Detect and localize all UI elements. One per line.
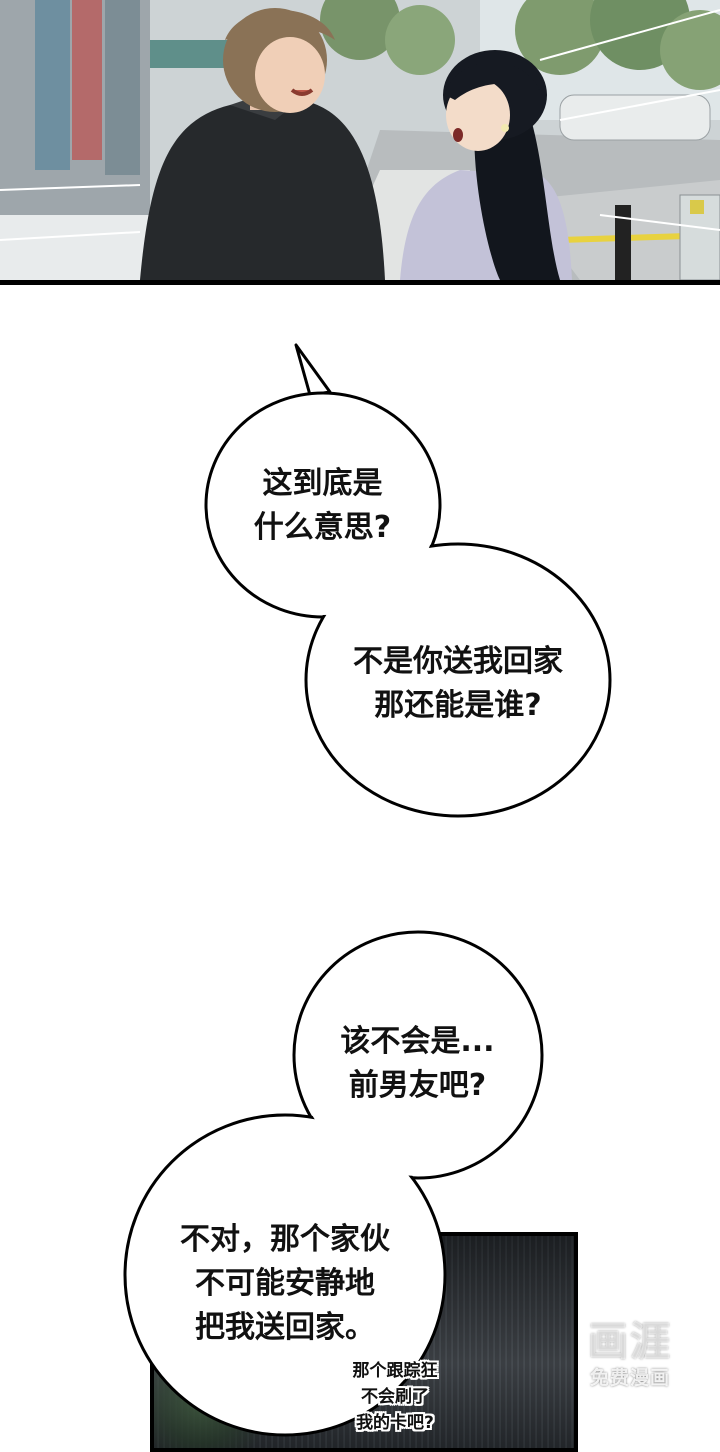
watermark-subtitle: 免费漫画 — [589, 1367, 670, 1389]
bubble-4-line-2: 不可能安静地 — [195, 1266, 375, 1301]
speech-bubble-4-text: 不对，那个家伙 不可能安静地 把我送回家。 — [140, 1218, 430, 1350]
bubble-4-line-3: 把我送回家。 — [195, 1310, 375, 1345]
bubble-2-line-2: 那还能是谁? — [374, 688, 542, 723]
whisper-text: 那个跟踪狂 不会刷了 我的卡吧? — [320, 1358, 470, 1436]
speech-bubble-1-text: 这到底是 什么意思? — [215, 462, 430, 550]
top-comic-panel — [0, 0, 720, 285]
whisper-line-3: 我的卡吧? — [356, 1413, 434, 1433]
street-scene-illustration — [0, 0, 720, 280]
speech-bubble-2-text: 不是你送我回家 那还能是谁? — [318, 640, 598, 728]
speech-bubble-3-text: 该不会是... 前男友吧? — [310, 1020, 525, 1108]
whisper-line-2: 不会刷了 — [361, 1387, 429, 1407]
watermark-logo: 画涯 — [588, 1319, 672, 1365]
bubble-4-line-1: 不对，那个家伙 — [180, 1222, 390, 1257]
whisper-line-1: 那个跟踪狂 — [352, 1361, 438, 1381]
bubble-1-line-2: 什么意思? — [253, 510, 392, 545]
bubble-1-line-1: 这到底是 — [262, 466, 383, 501]
bubble-2-line-1: 不是你送我回家 — [353, 644, 563, 679]
bubble-3-line-2: 前男友吧? — [348, 1068, 487, 1103]
bubble-3-line-1: 该不会是... — [340, 1024, 495, 1059]
watermark: 画涯 免费漫画 — [570, 1318, 690, 1390]
